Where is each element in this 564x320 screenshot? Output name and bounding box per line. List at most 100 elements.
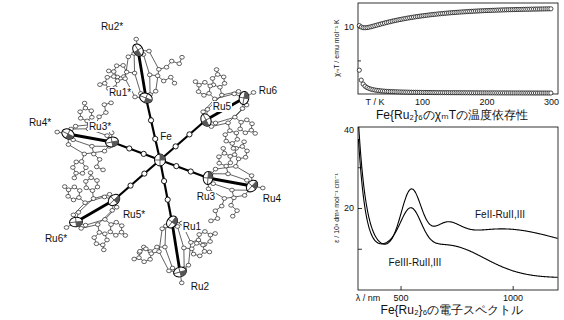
- ligand-atom: [222, 81, 227, 85]
- ligand-atom: [84, 166, 89, 170]
- ligand-atom: [97, 158, 102, 162]
- ellipsoid-octant: [134, 50, 142, 58]
- ellipsoid-octant: [252, 181, 260, 189]
- cyanide-atom: [174, 164, 179, 169]
- ellipsoid-axes: [244, 178, 260, 194]
- ligand-atom: [251, 91, 256, 95]
- ellipsoid-axes: [106, 192, 122, 208]
- ellipsoid-octant: [66, 134, 74, 141]
- ligand-atom: [126, 55, 131, 59]
- ligand-atom: [144, 247, 149, 251]
- thermal-ellipsoid: [164, 214, 179, 230]
- ligand-atom: [196, 90, 201, 94]
- ligand-atom: [91, 197, 96, 201]
- ligand-atom: [114, 64, 119, 68]
- ligand-atom: [240, 107, 245, 111]
- ligand-atom: [111, 75, 116, 79]
- tick-mark: [358, 60, 361, 61]
- ligand-atom: [222, 151, 227, 155]
- tick-label: 100: [414, 98, 431, 108]
- ligand-atom: [235, 209, 240, 213]
- ligand-atom: [83, 106, 88, 110]
- thermal-ellipsoid: [69, 217, 83, 228]
- ligand-atom: [203, 80, 208, 84]
- thermal-ellipsoid: [172, 266, 187, 279]
- spectrum-curve: [358, 127, 557, 244]
- atom-label: Ru6: [258, 85, 278, 96]
- ellipsoid-axes: [155, 154, 166, 166]
- ligand-atom: [232, 196, 237, 200]
- ligand-atom: [90, 189, 95, 193]
- ligand-atom: [168, 75, 173, 79]
- metal-bond: [208, 178, 252, 186]
- thermal-ellipsoid: [106, 192, 122, 208]
- ligand-atom: [222, 197, 227, 201]
- magnetic-plot: [357, 3, 558, 95]
- ligand-atom: [103, 232, 108, 236]
- ellipsoid-octant: [208, 172, 213, 179]
- metal-atom: [199, 112, 213, 128]
- curve-label: FeIII-RuII,III: [388, 257, 443, 268]
- plot-frame: [358, 127, 558, 290]
- ligand-atom: [218, 85, 223, 89]
- metal-bond: [172, 222, 180, 272]
- ellipsoid-axes: [164, 214, 179, 230]
- ligand-atom: [95, 179, 100, 183]
- ellipsoid-axes: [130, 42, 145, 58]
- ligand-atom: [148, 257, 153, 261]
- atom-label: Ru2: [190, 281, 210, 292]
- ligand-bond: [159, 229, 162, 252]
- ligand-bond: [236, 166, 252, 175]
- thermal-ellipsoid: [105, 136, 120, 148]
- ligand-atom: [203, 230, 208, 234]
- cyanide-atom: [153, 136, 158, 141]
- ligand-atom: [245, 149, 250, 153]
- metal-atom: [69, 217, 83, 228]
- ligand-atom: [215, 73, 220, 77]
- tick-label: 300: [543, 98, 560, 108]
- metal-atom: [244, 178, 260, 194]
- ellipsoid-axes: [69, 217, 83, 228]
- metal-atom: [105, 136, 120, 148]
- ligand-atom: [66, 194, 71, 198]
- ligand-atom: [242, 194, 247, 198]
- plot-frame: [358, 3, 558, 94]
- thermal-ellipsoid: [203, 171, 214, 185]
- ligand-atom: [205, 108, 210, 112]
- axis-title: ε / 10³ dm³ mol⁻¹ cm⁻¹: [333, 172, 341, 244]
- ligand-atom: [177, 62, 182, 66]
- ligand-atom: [105, 238, 110, 242]
- ligand-atom: [161, 79, 166, 83]
- metal-bond: [138, 50, 146, 98]
- ligand-atom: [124, 70, 129, 74]
- ligand-atom: [201, 243, 206, 247]
- ligand-atom: [221, 75, 226, 79]
- tick-mark: [401, 286, 402, 290]
- ligand-atom: [208, 233, 213, 237]
- ligand-atom: [164, 65, 169, 69]
- ligand-atom: [119, 224, 124, 228]
- ligand-atom: [79, 160, 84, 164]
- ligand-bond: [183, 248, 184, 269]
- ligand-atom: [242, 140, 247, 144]
- ligand-atom: [108, 230, 113, 234]
- cyanide-atom: [187, 132, 192, 137]
- ligand-atom: [89, 109, 94, 113]
- ligand-atom: [88, 171, 93, 175]
- ligand-atom: [142, 260, 147, 264]
- ligand-atom: [90, 144, 95, 148]
- ligand-atom: [101, 168, 106, 172]
- ligand-atom: [240, 145, 245, 149]
- ligand-atom: [104, 111, 109, 115]
- ligand-atom: [249, 128, 254, 132]
- metal-atom: [238, 91, 250, 105]
- ligand-atom: [100, 243, 105, 247]
- ligand-atom: [66, 188, 71, 192]
- ligand-atom: [224, 164, 229, 168]
- ellipsoid-octant: [114, 196, 122, 204]
- ligand-atom: [230, 214, 235, 218]
- ligand-atom: [249, 174, 254, 178]
- ligand-atom: [155, 245, 160, 249]
- metal-bond: [160, 120, 206, 160]
- metal-axis: [68, 50, 252, 272]
